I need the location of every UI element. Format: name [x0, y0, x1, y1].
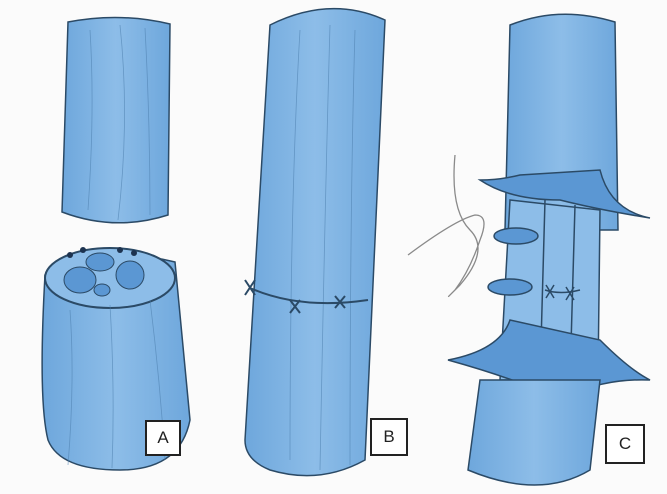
panel-a-illustration — [41, 16, 191, 471]
epineurial-suture-line — [249, 287, 369, 305]
panel-label-a: A — [145, 420, 181, 456]
nerve-repaired — [244, 7, 386, 477]
nerve-distal — [467, 379, 601, 486]
panel-b-illustration — [244, 7, 386, 477]
epineurium-flap-upper — [477, 169, 651, 219]
panel-c-illustration — [407, 13, 651, 486]
fascicles — [63, 252, 145, 297]
nerve-proximal-stump — [61, 16, 171, 224]
perineurial-suture — [544, 289, 581, 294]
suture-knots — [244, 279, 346, 314]
suture-thread — [407, 154, 485, 297]
panel-label-c: C — [605, 424, 645, 464]
panel-label-b: B — [370, 418, 408, 456]
